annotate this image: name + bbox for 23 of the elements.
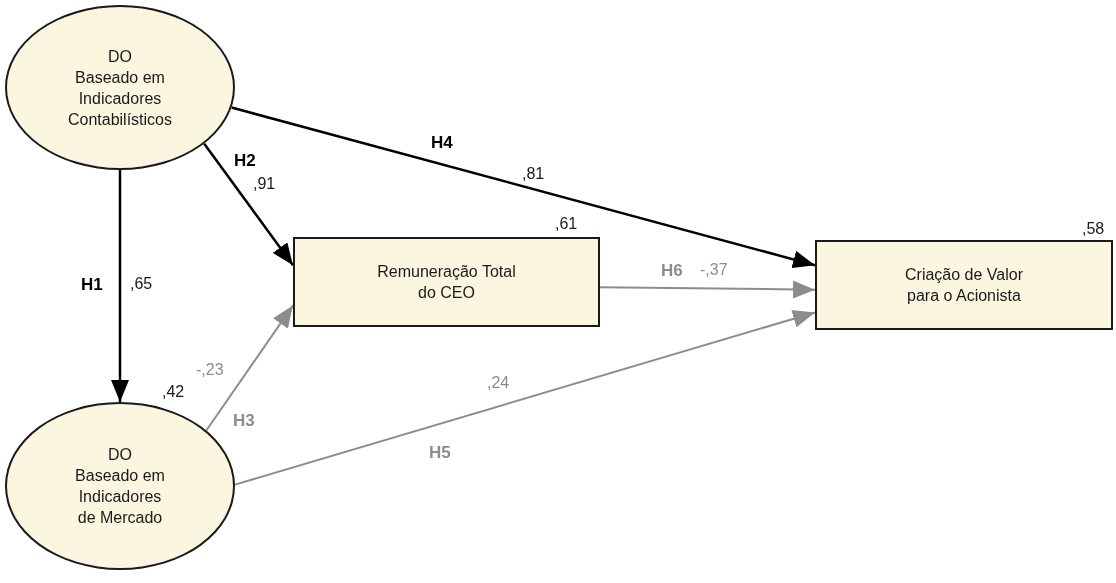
node-label: DO (108, 445, 132, 465)
path-coefficient: ,91 (253, 174, 276, 194)
path-coefficient: -,23 (196, 360, 224, 380)
arrow (231, 106, 816, 269)
arrow (205, 304, 294, 432)
arrow (203, 142, 294, 267)
arrow (599, 280, 816, 299)
r-squared-value: ,61 (555, 214, 578, 234)
node-label: Remuneração Total do CEO (376, 262, 517, 303)
r-squared-value: ,58 (1082, 219, 1105, 239)
arrow (234, 310, 816, 486)
node-label: Criação de Valor para o Acionista (904, 265, 1024, 306)
path-coefficient: ,65 (130, 274, 153, 294)
path-coefficient: ,81 (522, 164, 545, 184)
observed-variable-box (815, 240, 1113, 330)
r-squared-value: ,42 (162, 382, 185, 402)
node-label: DO (108, 46, 132, 67)
path-coefficient: -,37 (700, 260, 728, 280)
node-label: Baseado em Indicadores de Mercado (74, 466, 166, 528)
path-coefficient: ,24 (487, 373, 510, 393)
observed-variable-box (293, 237, 600, 327)
arrow (111, 170, 129, 402)
node-label: Baseado em Indicadores Contabilísticos (66, 67, 173, 130)
